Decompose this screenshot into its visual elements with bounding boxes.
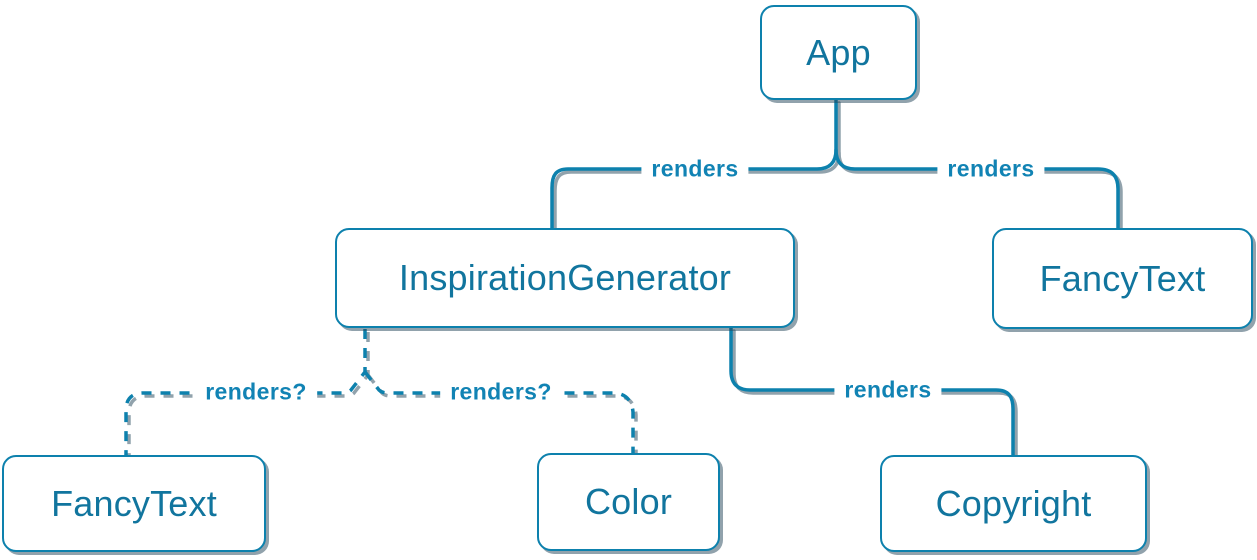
- edge-inspirationgenerator-color-conditional: [363, 370, 635, 453]
- edge-inspirationgenerator-fancytext-conditional: [124, 329, 367, 455]
- node-fancytext-top: FancyText: [992, 228, 1253, 329]
- edge-app-fancytext: [834, 148, 1120, 232]
- node-inspiration-generator: InspirationGenerator: [335, 228, 795, 328]
- node-app: App: [760, 5, 917, 100]
- edge-label-renders-conditional-fancytext: renders?: [195, 378, 317, 406]
- edge-label-renders-app-inspirationgenerator: renders: [641, 155, 749, 183]
- node-color: Color: [537, 453, 720, 551]
- edge-label-renders-app-fancytext: renders: [937, 155, 1045, 183]
- node-copyright: Copyright: [880, 455, 1147, 552]
- node-fancytext-bottom: FancyText: [2, 455, 266, 552]
- edge-label-renders-conditional-color: renders?: [440, 378, 562, 406]
- edge-label-renders-copyright: renders: [834, 376, 942, 404]
